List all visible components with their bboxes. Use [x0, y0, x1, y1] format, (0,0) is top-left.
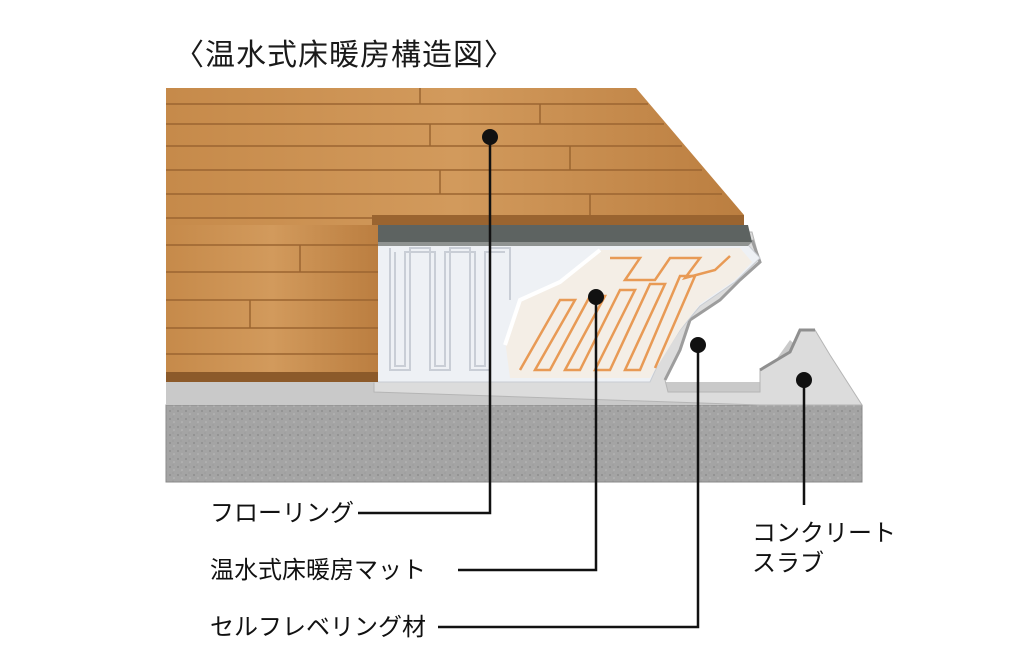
plank-seams [166, 88, 722, 355]
mat-edge-strip [372, 225, 752, 242]
dot-heating-mat [588, 289, 604, 305]
flooring-thickness [166, 372, 378, 382]
dot-concrete-slab [796, 372, 812, 388]
concrete-slab-front [165, 404, 863, 483]
heating-pipes-orange [518, 255, 731, 372]
leader-lines [358, 137, 806, 629]
dot-self-leveling [690, 337, 706, 353]
flooring-front-left [166, 225, 378, 380]
slab-edge [759, 328, 815, 372]
dot-flooring [482, 129, 498, 145]
flooring-back [166, 88, 744, 240]
label-flooring: フローリング [210, 499, 354, 527]
diagram-title: 〈温水式床暖房構造図〉 [174, 38, 515, 73]
leader-heating-mat [458, 297, 598, 572]
leader-self-leveling [438, 345, 700, 629]
heating-mat-exposed-area [505, 248, 752, 378]
label-concrete-slab: コンクリート スラブ [752, 518, 896, 578]
concrete-slab-top [166, 340, 862, 405]
label-concrete-slab-line2: スラブ [752, 549, 824, 577]
torn-edge [503, 248, 602, 346]
label-concrete-slab-line1: コンクリート [752, 519, 896, 547]
leveling-edge [663, 239, 762, 381]
leader-dots [482, 129, 812, 388]
leader-flooring [358, 137, 492, 515]
label-self-leveling: セルフレベリング材 [210, 613, 426, 641]
label-heating-mat: 温水式床暖房マット [210, 556, 426, 584]
